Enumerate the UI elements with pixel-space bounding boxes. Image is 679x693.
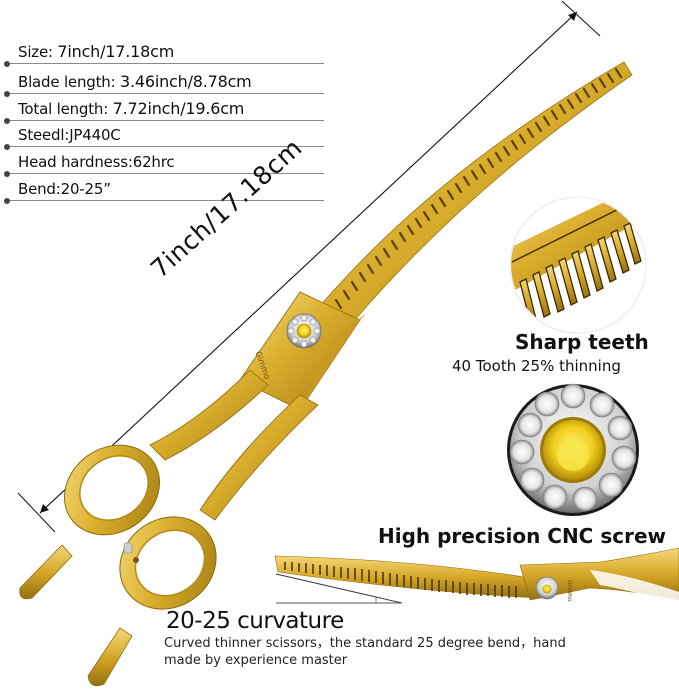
thinning-blade [299,61,633,351]
spec-bend: Bend:20-25” [4,175,324,204]
underline [10,93,324,94]
spec-label: Steedl: [18,126,70,144]
spec-text: Steedl:JP440C [18,126,121,144]
stopper [123,542,133,554]
spec-hardness: Head hardness:62hrc [4,148,324,177]
lower-finger-rest [87,627,133,687]
spec-label: Size: [18,43,58,61]
bullet-dot [4,61,10,67]
spec-value: 20-25” [60,180,111,198]
upper-shank [149,369,269,461]
dimension-arrow [17,0,601,533]
spec-text: Size: 7inch/17.18cm [18,42,174,61]
curvature-description: Curved thinner scissors，the standard 25 … [164,636,566,668]
spec-total-length: Total length: 7.72inch/19.6cm [4,95,324,124]
upper-finger-rest [19,544,73,600]
teeth-closeup [509,196,647,334]
spec-value: 3.46inch/8.78cm [120,72,252,91]
spec-value: 7.72inch/19.6cm [112,99,245,118]
spec-value: JP440C [69,126,121,144]
underline [10,200,324,201]
sharp-teeth-subtitle: 40 Tooth 25% thinning [452,357,621,375]
side-brand-engraving: Gimmo [566,580,573,602]
spec-value: 62hrc [132,153,175,171]
pivot-screw [286,313,322,349]
spec-size: Size: 7inch/17.18cm [4,38,324,67]
underline [10,173,324,174]
cnc-screw-title: High precision CNC screw [378,524,666,548]
bullet-dot [4,171,10,177]
bullet-dot [4,144,10,150]
sharp-teeth-title: Sharp teeth [515,330,649,354]
bullet-dot [4,118,10,124]
spec-text: Blade length: 3.46inch/8.78cm [18,72,252,91]
spec-steel: Steedl:JP440C [4,121,324,150]
curvature-title: 20-25 curvature [166,608,344,634]
underline [10,120,324,121]
spec-label: Head hardness: [18,153,133,171]
underline [10,146,324,147]
lower-shank [199,394,319,521]
spec-label: Bend: [18,180,61,198]
bullet-dot [4,198,10,204]
spec-text: Head hardness:62hrc [18,153,175,171]
spec-value: 7inch/17.18cm [57,42,175,61]
spec-text: Bend:20-25” [18,180,111,198]
curvature-angle-indicator [275,573,403,604]
spec-label: Blade length: [18,73,121,91]
upper-finger-ring [63,444,161,536]
spec-text: Total length: 7.72inch/19.6cm [18,99,244,118]
side-view-scissors: Gimmo [274,547,679,605]
spec-blade-length: Blade length: 3.46inch/8.78cm [4,68,324,97]
cnc-screw-closeup [507,383,639,516]
lower-finger-ring [119,516,217,610]
bullet-dot [4,91,10,97]
spec-label: Total length: [18,100,113,118]
underline [10,63,324,64]
